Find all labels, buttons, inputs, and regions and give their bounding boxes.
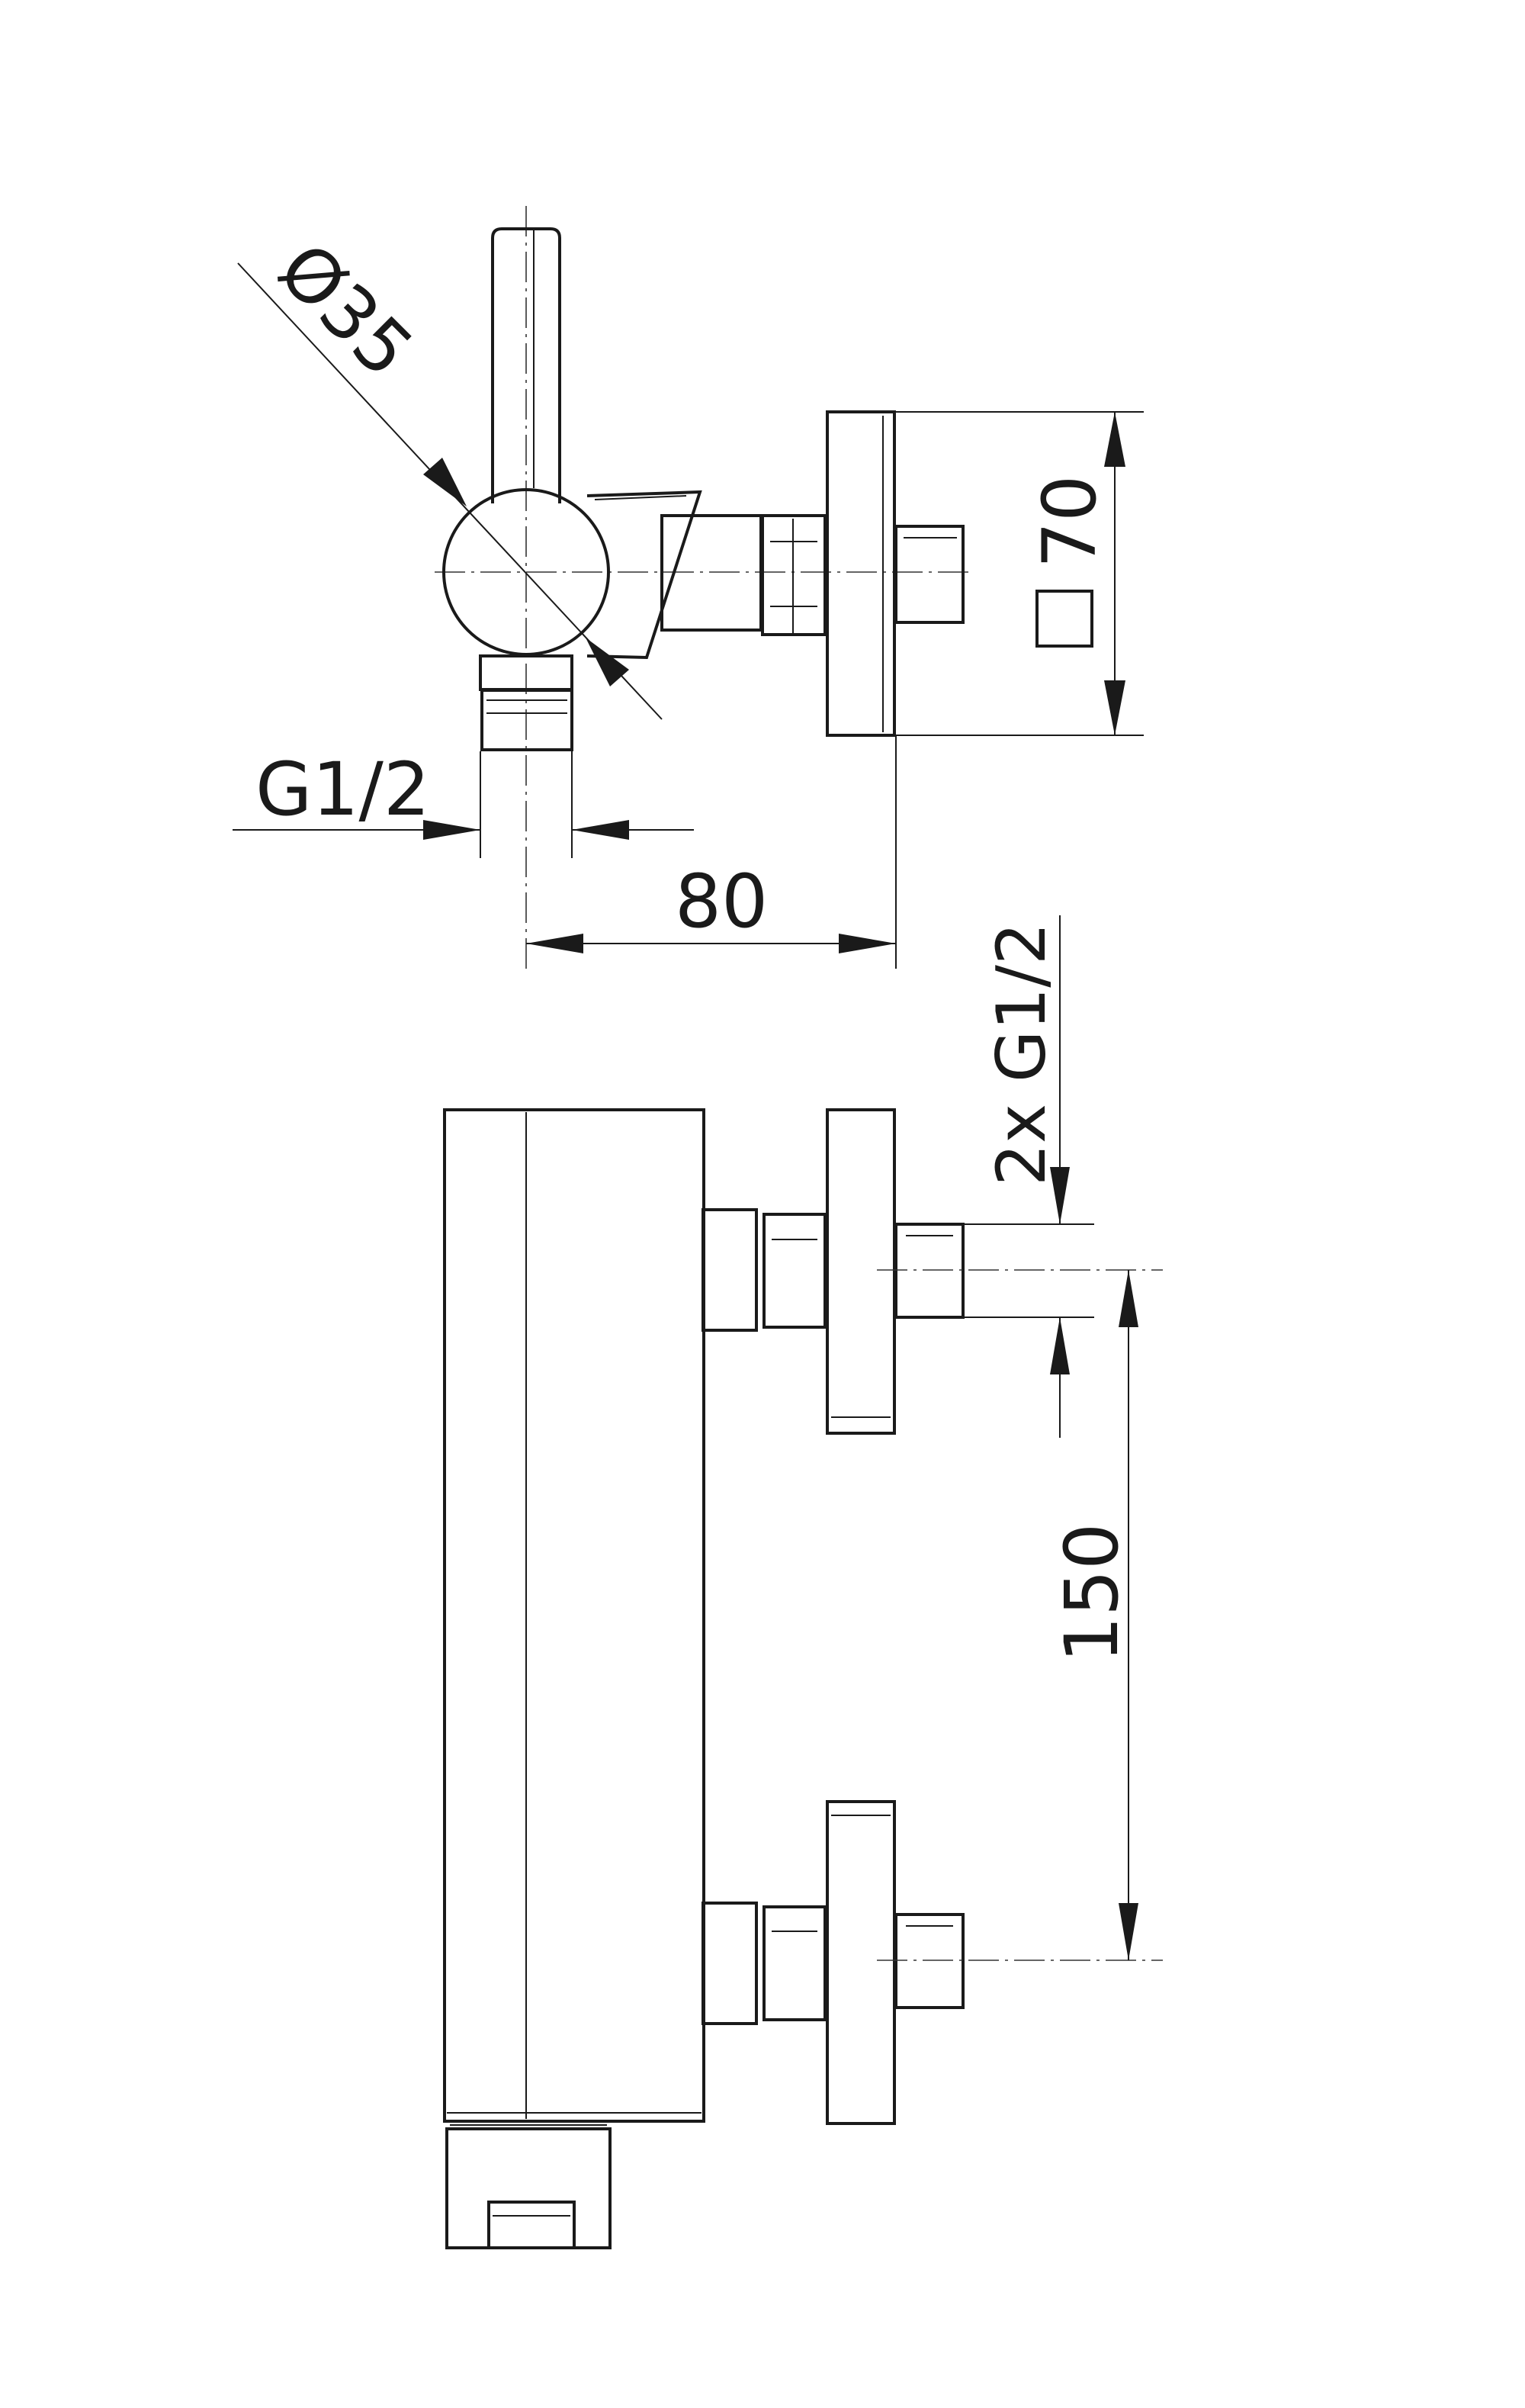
inlet-thread-label: 2x G1/2 bbox=[982, 922, 1061, 1186]
outlet-nut bbox=[480, 689, 573, 751]
center-distance-arrow-bottom bbox=[1119, 1903, 1138, 1960]
front-view: 2x G1/2 150 bbox=[443, 915, 1163, 2249]
upper-eccentric bbox=[894, 1223, 965, 1319]
center-distance-label: 150 bbox=[1049, 1523, 1135, 1663]
bottom-outlet-tab bbox=[487, 2201, 576, 2249]
upper-hex-nut bbox=[762, 1213, 827, 1329]
top-hex-nut bbox=[761, 514, 827, 636]
center-distance-arrow-top bbox=[1119, 1270, 1138, 1327]
top-body-connector bbox=[660, 514, 762, 632]
square-label: 70 bbox=[1027, 475, 1112, 568]
thermostat-body bbox=[443, 1108, 705, 2123]
lower-hex-nut bbox=[762, 1905, 827, 2021]
projection-arrow-left bbox=[526, 934, 583, 953]
square-arrow-bottom bbox=[1104, 680, 1125, 735]
lower-wall-flange bbox=[826, 1800, 896, 2125]
upper-wall-flange bbox=[826, 1108, 896, 1435]
upper-body-connector bbox=[702, 1208, 758, 1332]
thread-arrow-right bbox=[572, 820, 629, 840]
projection-label: 80 bbox=[675, 859, 768, 944]
body-wedge bbox=[586, 490, 702, 660]
lever-handle bbox=[491, 227, 561, 503]
diameter-arrow-2 bbox=[586, 638, 629, 686]
thread-arrow-left bbox=[423, 820, 480, 840]
thread-label: G1/2 bbox=[255, 747, 430, 832]
top-view: Ø35 70 G1/2 80 bbox=[233, 206, 1144, 969]
lower-body-connector bbox=[702, 1902, 758, 2025]
top-wall-flange bbox=[826, 410, 896, 737]
inlet-arrow-top bbox=[1050, 1167, 1070, 1224]
body-wedge-edge bbox=[594, 495, 687, 500]
square-arrow-top bbox=[1104, 412, 1125, 467]
lower-eccentric bbox=[894, 1913, 965, 2009]
inlet-arrow-bottom bbox=[1050, 1317, 1070, 1374]
diameter-arrow-1 bbox=[423, 458, 467, 506]
projection-arrow-right bbox=[839, 934, 896, 953]
square-symbol bbox=[1035, 590, 1093, 648]
bottom-outlet bbox=[445, 2127, 612, 2249]
top-eccentric bbox=[894, 525, 965, 624]
diameter-label: Ø35 bbox=[262, 227, 429, 394]
